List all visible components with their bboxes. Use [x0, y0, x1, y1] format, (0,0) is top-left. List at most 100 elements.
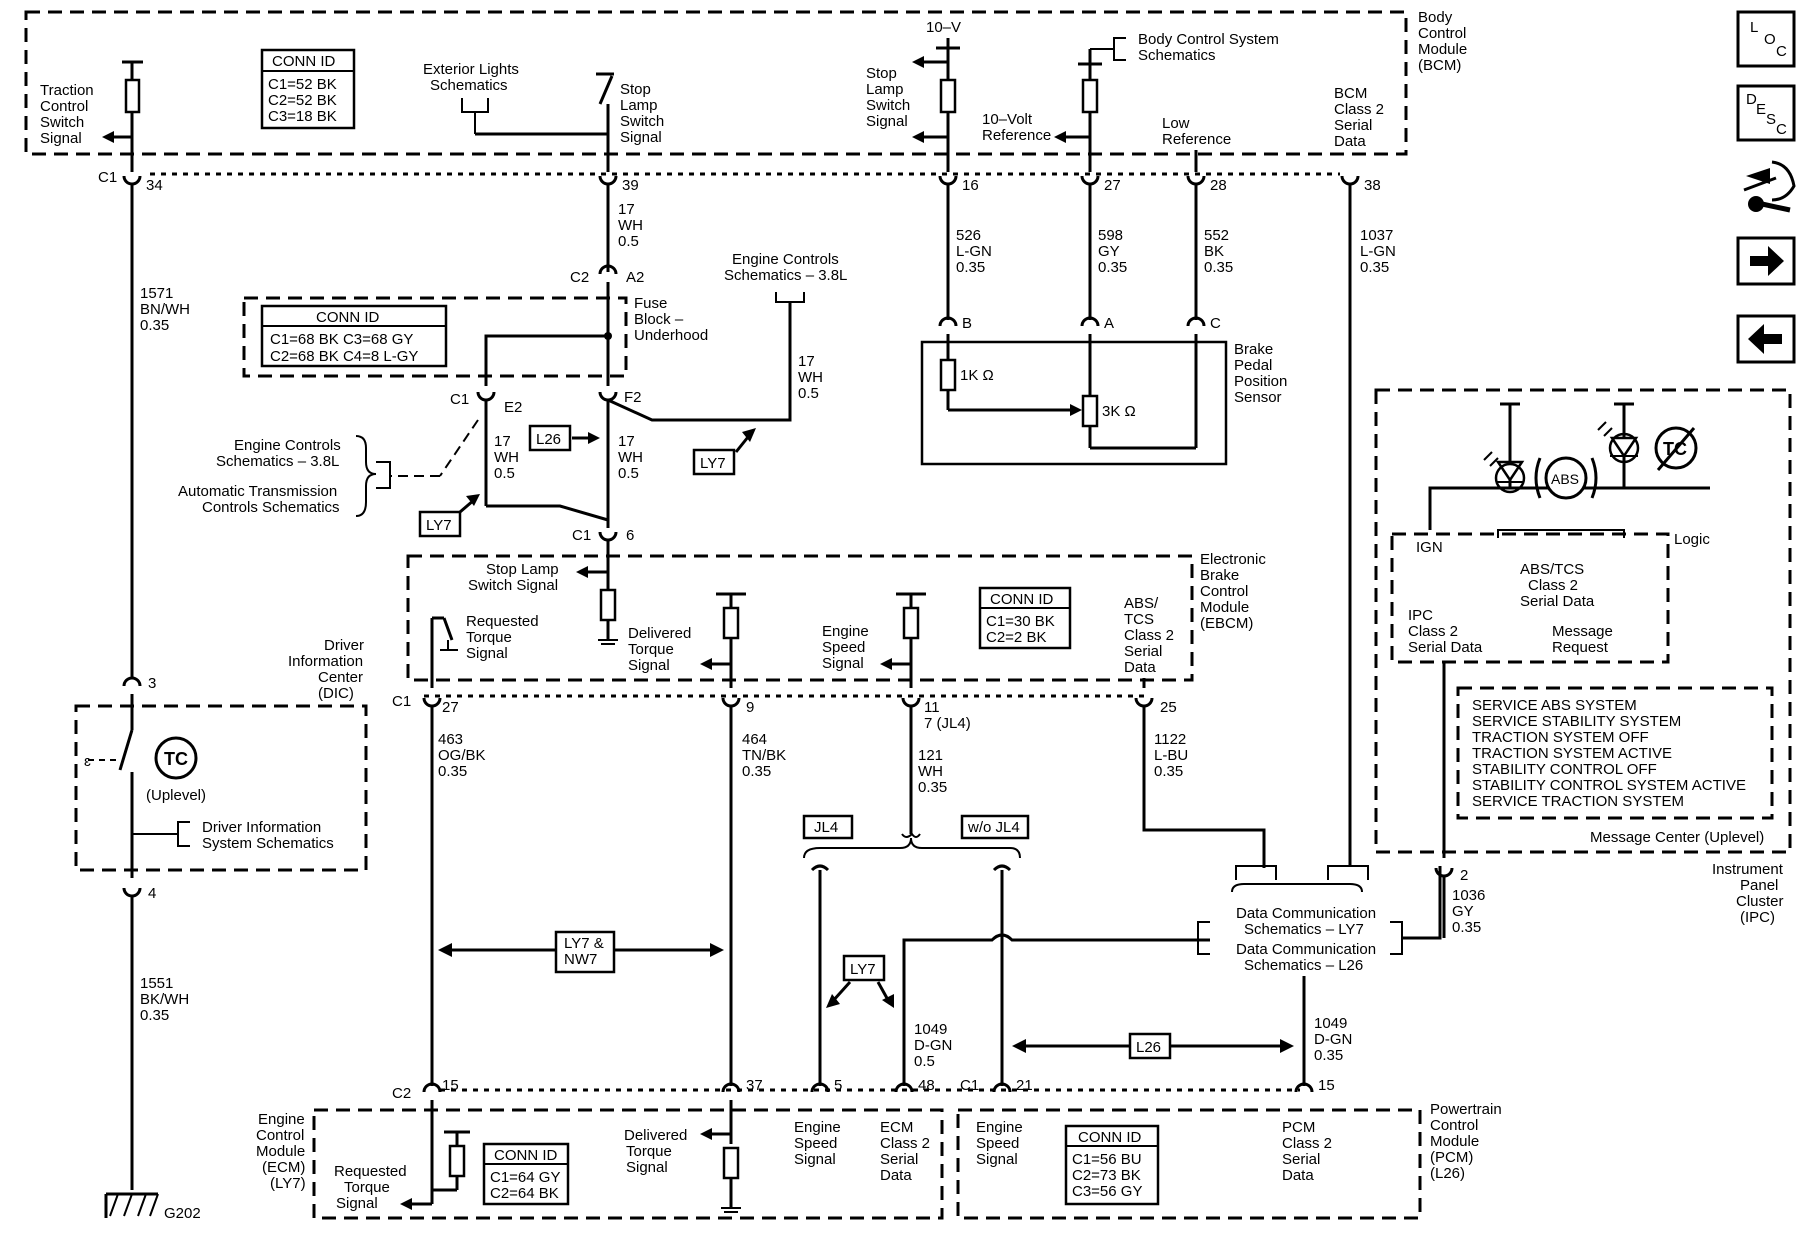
ipc-msg-4: STABILITY CONTROL OFF — [1472, 761, 1657, 778]
pin-e2: E2 — [504, 399, 522, 416]
ebcm-eng-speed-1: Speed — [822, 639, 865, 656]
dic-tc-text: TC — [164, 749, 188, 769]
next-page-button[interactable] — [1736, 236, 1796, 286]
ebcm-abs-tcs-1: TCS — [1124, 611, 1154, 628]
w1037-1: L-GN — [1360, 243, 1396, 260]
abs-icon: ABS — [1534, 456, 1598, 500]
ipc-msg-0: SERVICE ABS SYSTEM — [1472, 697, 1637, 714]
w121-0: 121 — [918, 747, 943, 764]
pcm-name-3: (PCM) — [1430, 1149, 1473, 1166]
bcm-conn-id: CONN ID C1=52 BK C2=52 BK C3=18 BK — [260, 48, 356, 130]
ebcm-conn-line-1: C2=2 BK — [986, 629, 1046, 646]
pin-25: 25 — [1160, 699, 1177, 716]
ipc-ign: IGN — [1416, 539, 1443, 556]
pin-f2: F2 — [624, 389, 642, 406]
ecm-del-torque-0: Delivered — [624, 1127, 687, 1144]
pcm-module: Powertrain Control Module (PCM) (L26) En… — [956, 1101, 1502, 1220]
ipc-msg-5: STABILITY CONTROL SYSTEM ACTIVE — [1472, 777, 1746, 794]
w464-1: TN/BK — [742, 747, 786, 764]
ipc-msg-req-1: Request — [1552, 639, 1609, 656]
c1-6-label: C1 — [572, 527, 591, 544]
nav-desc-e: E — [1756, 101, 1766, 118]
ebcm-eng-speed-2: Signal — [822, 655, 864, 672]
fuse-conn-title: CONN ID — [316, 309, 380, 326]
ipc-class2-2: Serial Data — [1408, 639, 1483, 656]
ipc-name-0: Instrument — [1712, 861, 1784, 878]
ipc-name-1: Panel — [1740, 877, 1778, 894]
pin-15: 15 — [442, 1077, 459, 1094]
pin-39: 39 — [622, 177, 639, 194]
previous-page-button[interactable] — [1736, 314, 1796, 364]
dic-schematic-ref-0: Driver Information — [202, 819, 321, 836]
w1049a-0: 1049 — [914, 1021, 947, 1038]
nav-desc-button[interactable]: D E S C — [1736, 84, 1796, 142]
pcm-name-1: Control — [1430, 1117, 1478, 1134]
ecm-req-torque-2: Signal — [336, 1195, 378, 1212]
body-control-ref-0: Body Control System — [1138, 31, 1279, 48]
ebcm-abs-tcs-3: Serial — [1124, 643, 1162, 660]
data-comm-l26-0: Data Communication — [1236, 941, 1376, 958]
pcm-name-0: Powertrain — [1430, 1101, 1502, 1118]
pcm-eng-speed-2: Signal — [976, 1151, 1018, 1168]
w1049a-2: 0.5 — [914, 1053, 935, 1070]
ecm-eng-speed-0: Engine — [794, 1119, 841, 1136]
opt-ly7-a: LY7 — [700, 455, 726, 472]
eng-ctrl-ref2-1: Schematics – 3.8L — [216, 453, 339, 470]
ecm-eng-speed-2: Signal — [794, 1151, 836, 1168]
stop-lamp-switch-2: Switch — [620, 113, 664, 130]
w526-0: 526 — [956, 227, 981, 244]
pin-48: 48 — [918, 1077, 935, 1094]
ecm-class2-2: Serial — [880, 1151, 918, 1168]
traction-signal-1: Control — [40, 98, 88, 115]
w552-0: 552 — [1204, 227, 1229, 244]
w121-1: WH — [918, 763, 943, 780]
ten-volt-ref-0: 10–Volt — [982, 111, 1033, 128]
w1049a-1: D-GN — [914, 1037, 952, 1054]
ecm-del-torque-1: Torque — [626, 1143, 672, 1160]
dic-name-1: Information — [288, 653, 363, 670]
pin-16: 16 — [962, 177, 979, 194]
dic-name-2: Center — [318, 669, 363, 686]
ten-v-label: 10–V — [926, 19, 961, 36]
ecm-name-4: (LY7) — [270, 1175, 306, 1192]
w17d-1: WH — [798, 369, 823, 386]
w17a-1: WH — [618, 217, 643, 234]
bcm-conn-line-2: C3=18 BK — [268, 108, 337, 125]
opt-l26: L26 — [536, 431, 561, 448]
fuse-conn-line-1: C2=68 BK C4=8 L-GY — [270, 348, 418, 365]
data-comm-ly7-0: Data Communication — [1236, 905, 1376, 922]
ebcm-name-4: (EBCM) — [1200, 615, 1253, 632]
w121-2: 0.35 — [918, 779, 947, 796]
low-ref-1: Reference — [1162, 131, 1231, 148]
dic-name-3: (DIC) — [318, 685, 354, 702]
w17d-2: 0.5 — [798, 385, 819, 402]
w17c-1: WH — [618, 449, 643, 466]
w1036-1: GY — [1452, 903, 1474, 920]
ebcm-abs-tcs-2: Class 2 — [1124, 627, 1174, 644]
connector-view-icon[interactable] — [1743, 160, 1796, 213]
pin-5: 5 — [834, 1077, 842, 1094]
bcm-module: Body Control Module (BCM) CONN ID C1=52 … — [24, 9, 1467, 172]
bcm-class2-3: Data — [1334, 133, 1366, 150]
pin-28: 28 — [1210, 177, 1227, 194]
bpps-name-2: Position — [1234, 373, 1287, 390]
pcm-conn-line-1: C2=73 BK — [1072, 1167, 1141, 1184]
fuse-name-0: Fuse — [634, 295, 667, 312]
w552-2: 0.35 — [1204, 259, 1233, 276]
pin-38: 38 — [1364, 177, 1381, 194]
data-comm-ly7-1: Schematics – LY7 — [1244, 921, 1364, 938]
ipc-msg-center: Message Center (Uplevel) — [1590, 829, 1764, 846]
ipc-module: ABS TC IGN Logic ABS/TCS Class 2 Serial … — [1374, 388, 1792, 858]
nav-loc-button[interactable]: L O C — [1736, 10, 1796, 68]
ipc-msg-6: SERVICE TRACTION SYSTEM — [1472, 793, 1684, 810]
ebcm-conn-title: CONN ID — [990, 591, 1054, 608]
opt-ly7nw7-1: NW7 — [564, 951, 597, 968]
ebcm-name-1: Brake — [1200, 567, 1239, 584]
data-comm-l26-1: Schematics – L26 — [1244, 957, 1363, 974]
ebcm-abs-tcs-4: Data — [1124, 659, 1156, 676]
ipc-name-2: Cluster — [1736, 893, 1784, 910]
w1049b-1: D-GN — [1314, 1031, 1352, 1048]
nav-desc-c: C — [1776, 121, 1787, 138]
opt-wojl4: w/o JL4 — [967, 819, 1020, 836]
stop-lamp-switch-1: Lamp — [620, 97, 658, 114]
